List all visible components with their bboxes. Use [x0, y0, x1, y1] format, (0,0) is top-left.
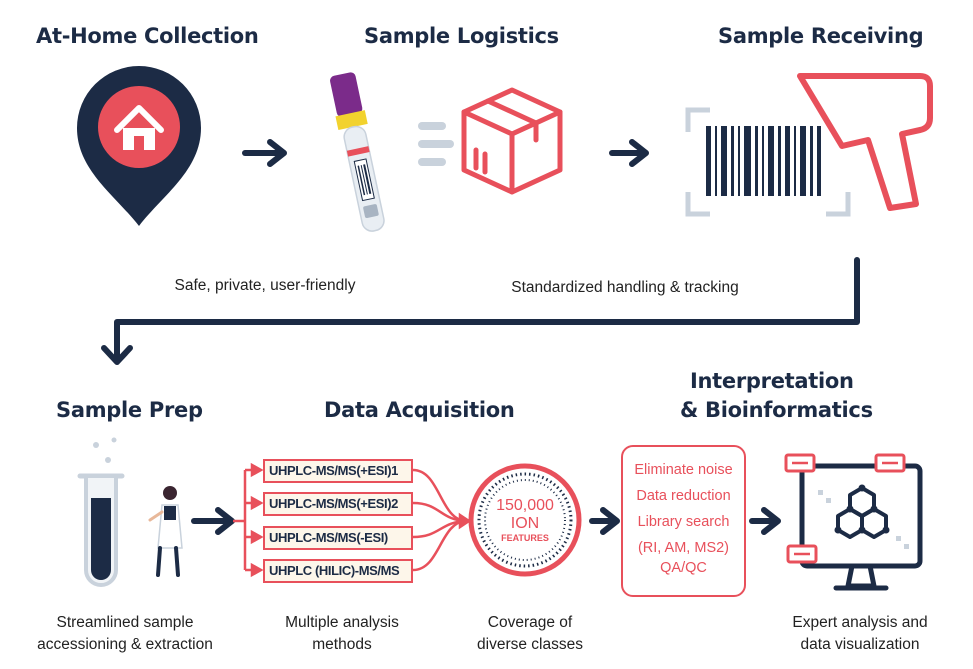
caption-expert-line2: data visualization [800, 636, 920, 653]
caption-coverage-line1: Coverage of [487, 614, 573, 631]
step-title-prep: Sample Prep [56, 398, 203, 422]
step-title-interpretation-line1: Interpretation [690, 369, 854, 393]
caption-expert-line1: Expert analysis and [792, 614, 928, 631]
method-item: UHPLC (HILIC)-MS/MS [263, 559, 413, 583]
method-item: UHPLC-MS/MS(+ESI)2 [263, 492, 413, 516]
barcode-scanner-icon [685, 73, 933, 217]
ion-count: 150,000 [496, 497, 554, 514]
interpretation-item: Library search [637, 514, 730, 530]
caption-expert: Expert analysis and data visualization [770, 612, 950, 656]
arrow-right-icon [609, 139, 649, 167]
method-item: UHPLC-MS/MS(-ESI) [263, 526, 413, 550]
step-title-interpretation-line2: & Bioinformatics [680, 398, 873, 422]
location-pin-house-icon [77, 66, 201, 226]
ion-word: ION [510, 515, 540, 532]
interpretation-item: Eliminate noise [634, 462, 733, 478]
step-title-receiving: Sample Receiving [718, 24, 924, 48]
molecule-monitor-icon [784, 453, 923, 591]
blood-tube-icon [330, 72, 385, 232]
arrow-right-icon [191, 507, 235, 535]
caption-prep-line2: accessioning & extraction [37, 636, 213, 653]
interpretation-item: Data reduction [636, 488, 731, 504]
method-item: UHPLC-MS/MS(+ESI)1 [263, 459, 413, 483]
features-word: FEATURES [501, 533, 549, 543]
step-title-logistics: Sample Logistics [364, 24, 559, 48]
caption-prep-line1: Streamlined sample [56, 614, 194, 631]
interpretation-box: Eliminate noise Data reduction Library s… [621, 445, 746, 597]
ion-features-circle-icon [468, 463, 582, 577]
interpretation-item: (RI, AM, MS2) [637, 540, 730, 556]
arrow-right-icon [242, 139, 287, 167]
caption-methods: Multiple analysis methods [262, 612, 422, 656]
test-tube-scientist-icon [77, 437, 183, 587]
connector-arrow [101, 257, 860, 365]
package-box-icon [461, 87, 563, 195]
caption-methods-line1: Multiple analysis [285, 614, 399, 631]
motion-lines [418, 122, 454, 166]
caption-prep: Streamlined sample accessioning & extrac… [10, 612, 240, 656]
caption-methods-line2: methods [312, 636, 372, 653]
arrow-right-icon [749, 507, 781, 535]
step-title-acquisition: Data Acquisition [324, 398, 515, 422]
step-title-home: At-Home Collection [36, 24, 259, 48]
arrow-right-icon [589, 507, 620, 535]
caption-top-right: Standardized handling & tracking [511, 279, 739, 296]
caption-coverage-line2: diverse classes [477, 636, 583, 653]
caption-top-left: Safe, private, user-friendly [174, 277, 356, 294]
method-branch-lines [233, 462, 472, 578]
ion-features-label: 150,000 ION FEATURES [485, 497, 565, 544]
interpretation-item: QA/QC [660, 560, 707, 576]
caption-coverage: Coverage of diverse classes [460, 612, 600, 656]
